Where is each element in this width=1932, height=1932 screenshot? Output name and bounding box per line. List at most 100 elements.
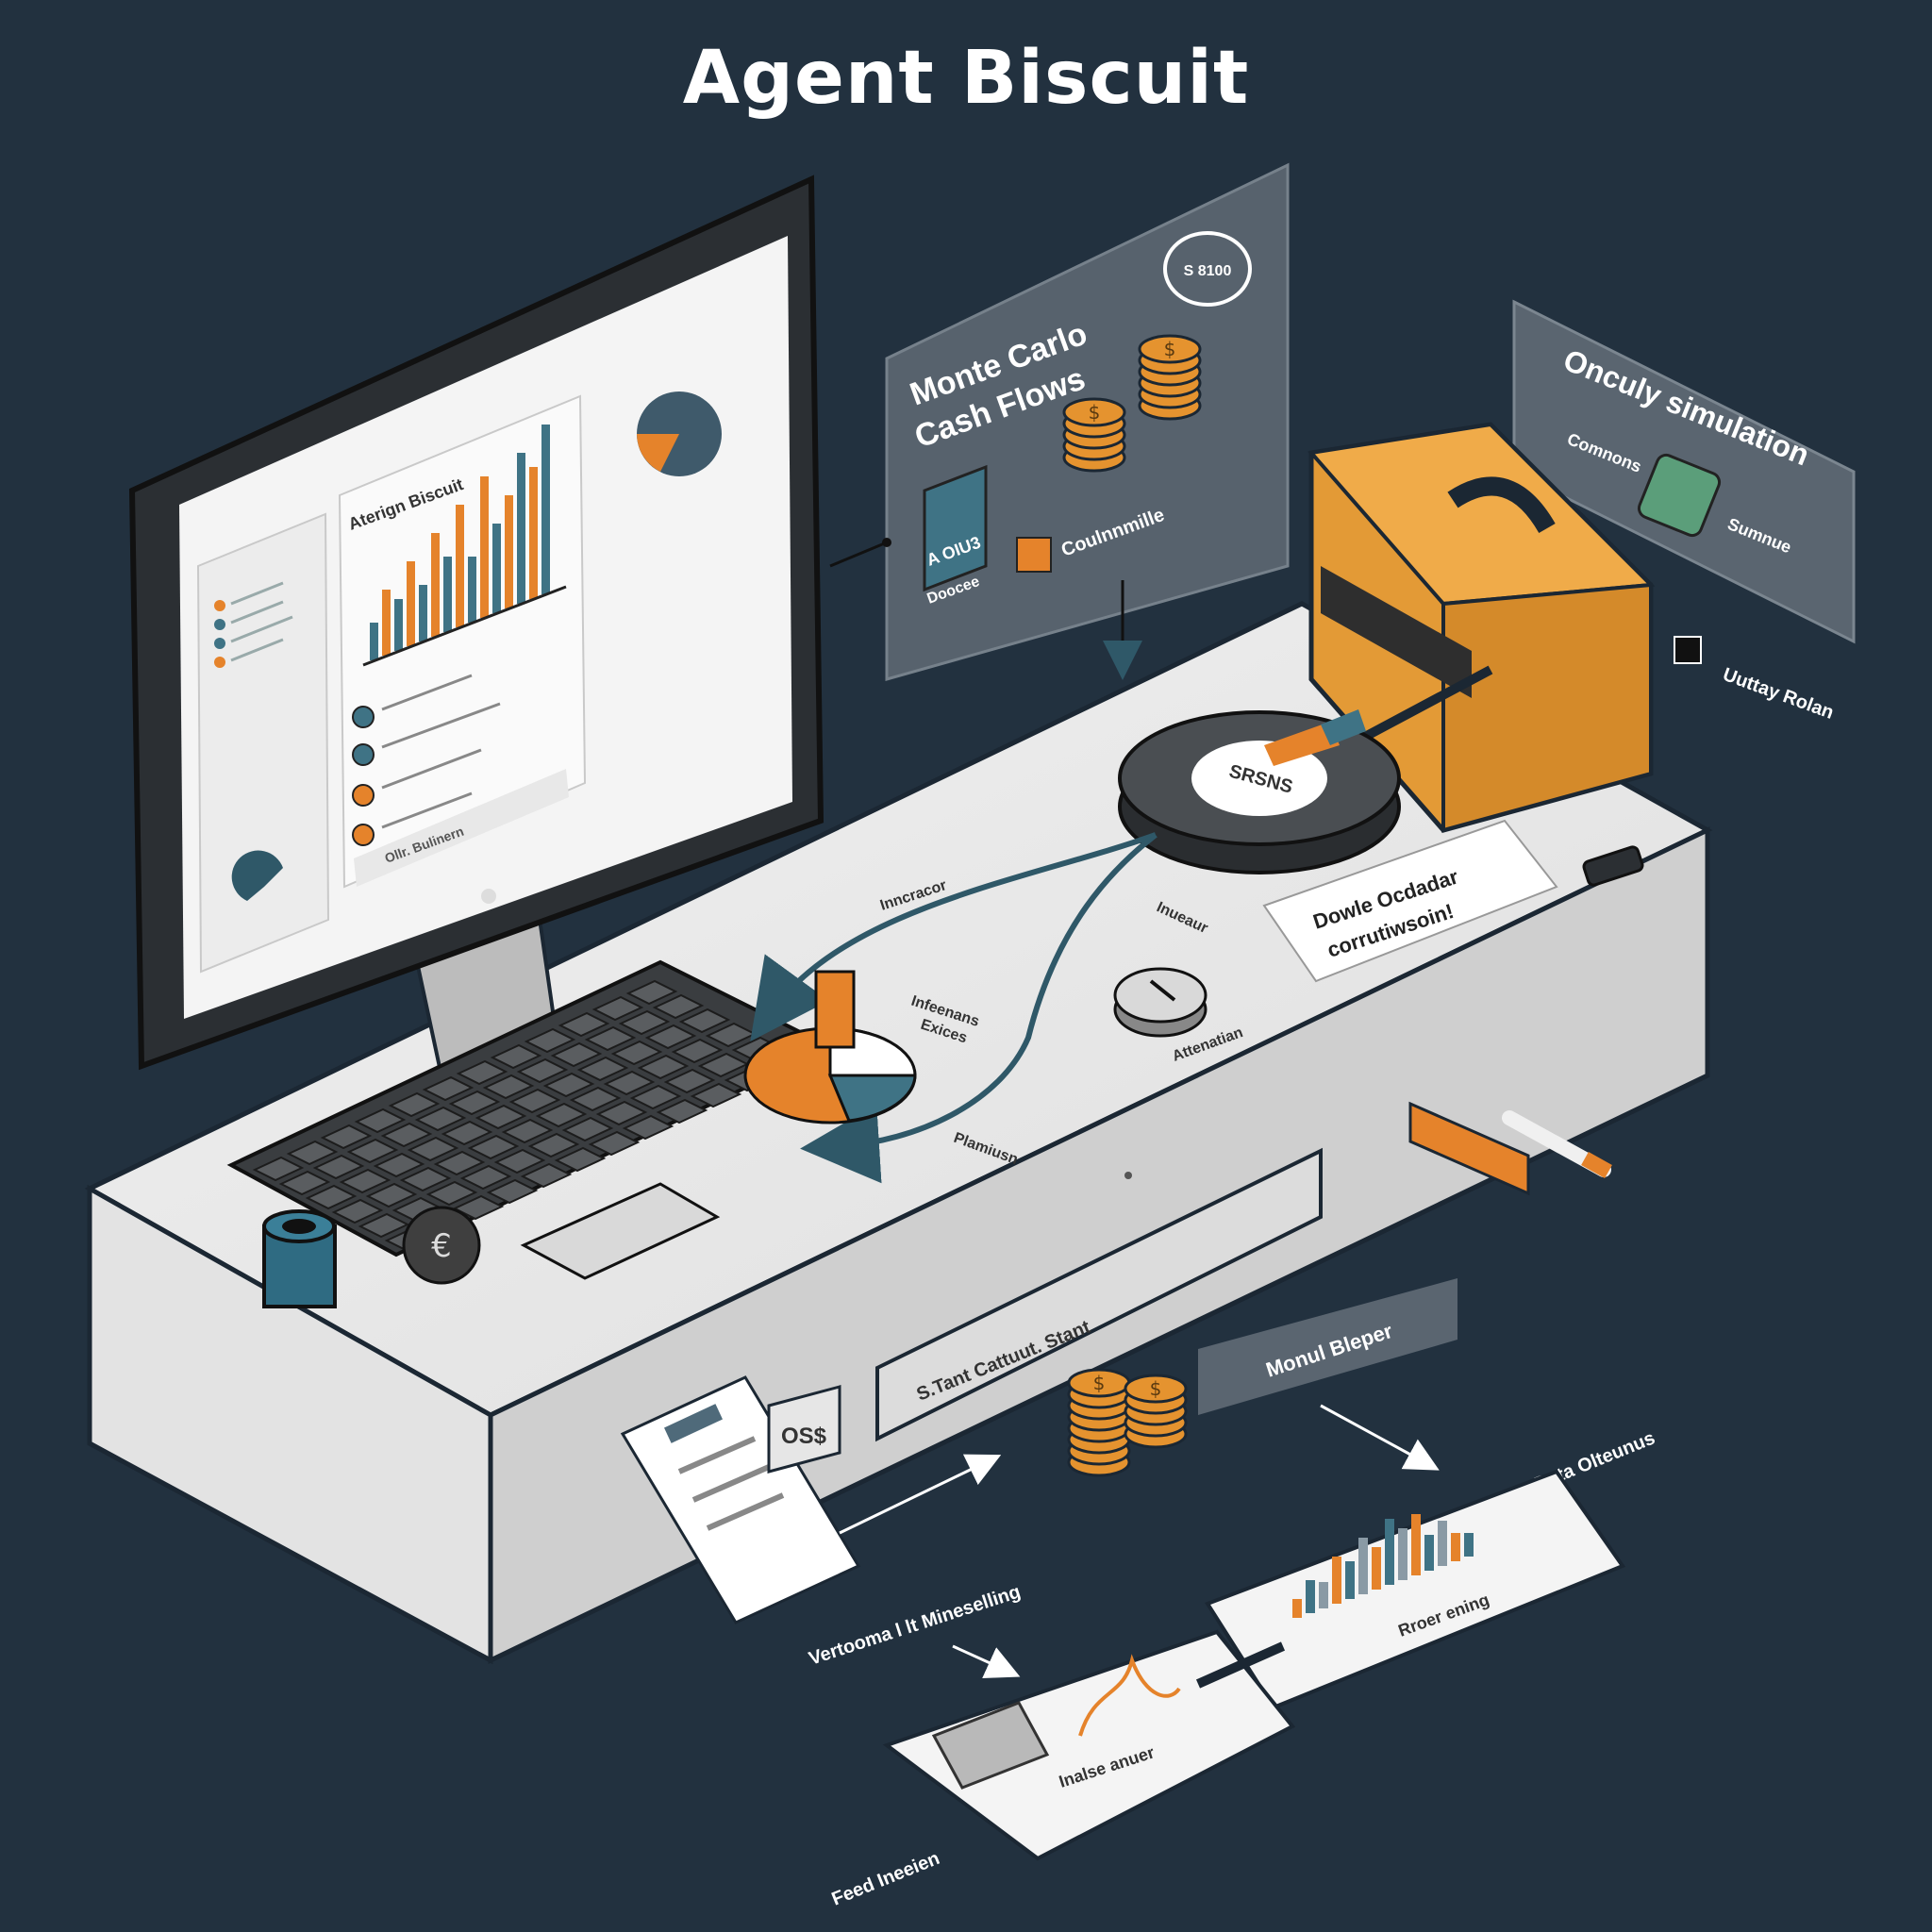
report-bar — [1424, 1535, 1434, 1571]
report-bar — [1319, 1582, 1328, 1608]
window-icon — [931, 1701, 1050, 1790]
key — [448, 1090, 501, 1116]
key — [524, 1027, 576, 1054]
key — [452, 1194, 505, 1221]
key — [252, 1156, 305, 1182]
key — [644, 1024, 697, 1050]
report-bar — [1292, 1599, 1302, 1618]
key — [320, 1124, 373, 1150]
screen-bar — [382, 590, 391, 656]
key — [305, 1184, 358, 1210]
keyboard: € — [226, 959, 835, 1285]
key — [690, 1082, 742, 1108]
report-bar — [1411, 1514, 1421, 1575]
key — [354, 1108, 407, 1134]
gauge-puck: SRSNS — [1118, 709, 1401, 874]
receipt — [620, 1375, 861, 1624]
key — [365, 1182, 418, 1208]
report-bar — [1372, 1547, 1381, 1590]
key — [486, 1178, 539, 1205]
screen-bar — [492, 524, 501, 613]
screen-bar — [480, 476, 489, 618]
svg-text:$: $ — [1089, 401, 1101, 424]
screen-bar — [443, 557, 452, 632]
side-square-icon — [1674, 636, 1702, 664]
svg-text:OS$: OS$ — [781, 1424, 827, 1449]
key — [678, 1008, 731, 1034]
key — [584, 1025, 637, 1052]
key — [459, 1164, 512, 1191]
key — [286, 1140, 339, 1166]
report-bar — [1464, 1533, 1474, 1557]
key — [358, 1212, 410, 1239]
report-bar — [1345, 1561, 1355, 1599]
key — [388, 1091, 441, 1118]
key — [629, 1084, 682, 1110]
report-bar — [1438, 1521, 1447, 1566]
key — [542, 1072, 595, 1098]
dial-icon — [1113, 967, 1208, 1038]
cup — [262, 1209, 337, 1308]
svg-text:$: $ — [1150, 1377, 1162, 1400]
key — [493, 1148, 546, 1174]
screen-bar — [517, 453, 525, 604]
key — [558, 1011, 610, 1038]
key — [414, 1106, 467, 1132]
screen-sidebar — [196, 512, 330, 974]
key — [576, 1056, 629, 1082]
sketch-card: Inalse anuer — [882, 1629, 1296, 1861]
key — [618, 1009, 671, 1036]
key — [467, 1134, 520, 1160]
key — [550, 1041, 603, 1068]
key — [433, 1150, 486, 1176]
report-bar — [1332, 1557, 1341, 1604]
key — [561, 1116, 614, 1142]
monte-carlo-panel: Monte Carlo Cash Flows A OIU3 Doocee Cou… — [885, 162, 1290, 681]
key — [595, 1100, 648, 1126]
key — [603, 1070, 656, 1096]
key — [569, 1086, 622, 1112]
screen-bar — [505, 495, 513, 608]
report-card: Rroer ening — [1204, 1469, 1626, 1710]
svg-text:$: $ — [1164, 338, 1176, 360]
report-bar — [1358, 1538, 1368, 1594]
power-icon — [481, 889, 496, 904]
sketch-icon — [1078, 1654, 1181, 1737]
key — [652, 993, 705, 1020]
cash-tag: OS$ — [767, 1385, 841, 1474]
key — [501, 1118, 554, 1144]
trackpad — [520, 1182, 721, 1280]
key — [535, 1102, 588, 1128]
key — [339, 1168, 391, 1194]
key — [490, 1043, 542, 1070]
speech-bubble-icon — [1163, 231, 1252, 307]
flow-arrow-left — [750, 832, 1158, 1041]
coin-stack-icon — [1016, 537, 1052, 573]
screen-bar — [541, 425, 550, 594]
monte-carlo-badge — [923, 464, 988, 592]
page-title: Agent Biscuit — [682, 36, 1250, 121]
screen-donut-icon — [231, 850, 283, 901]
key — [671, 1038, 724, 1064]
desk-button — [1582, 845, 1644, 887]
screen-bar — [529, 467, 538, 599]
pen-icon — [1408, 1101, 1612, 1196]
screen-bar — [419, 585, 427, 641]
key — [637, 1054, 690, 1080]
report-bar — [1398, 1528, 1407, 1580]
key — [407, 1136, 459, 1162]
svg-text:$: $ — [1093, 1372, 1106, 1394]
key — [516, 1058, 569, 1084]
briefcase-icon — [1307, 422, 1656, 833]
key — [610, 1040, 663, 1066]
key — [278, 1170, 331, 1196]
key — [373, 1152, 425, 1178]
key — [482, 1074, 535, 1100]
bottom-label: Feed Ineeien — [829, 1848, 943, 1910]
key — [422, 1075, 475, 1102]
flow-arrow-bottom — [800, 832, 1158, 1184]
coin-stack-desk: $$ — [1067, 1368, 1188, 1477]
key — [425, 1180, 478, 1207]
side-label: Uuttay Rolan — [1720, 664, 1836, 724]
